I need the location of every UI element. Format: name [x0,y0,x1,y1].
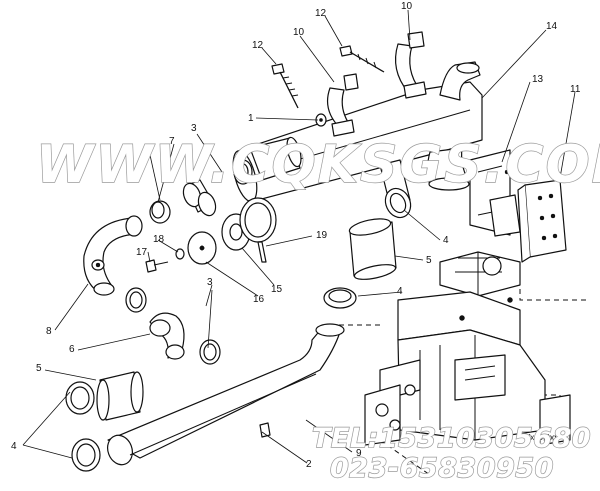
clamp-3-lower-right [199,339,221,365]
engine-block [330,251,588,476]
watermark: WWW.CQKSGS.COM TEL:15310305680 023-65830… [35,134,600,484]
clamp-4-lower-lower [71,438,101,472]
reference-code: fx90gbg [528,433,556,442]
callout-4-right: 4 [443,235,449,246]
callout-9: 9 [356,448,362,459]
clamp-4-lower-upper [65,381,95,415]
callout-19: 19 [316,230,328,241]
stub-pipe [249,136,302,181]
watermark-tel: TEL:15310305680 [312,423,591,454]
clamp-3-upper [233,159,253,185]
callout-3-upper: 3 [191,123,197,134]
callout-8: 8 [46,326,52,337]
callout-10-right: 10 [401,1,413,12]
u-clamp-left [327,73,359,137]
callout-18: 18 [153,234,165,245]
bolt-17 [145,259,169,273]
bolt-12-left [271,63,299,109]
callout-5-left: 5 [36,363,42,374]
callout-labels: 1 2 3 3 4 4 4 5 5 6 7 8 9 10 10 11 12 12… [11,1,581,470]
watermark-phone: 023-65830950 [330,453,554,484]
callout-11: 11 [570,84,581,95]
callout-4-center: 4 [397,286,403,297]
leader-lines [22,9,576,464]
callout-12-right: 12 [315,8,327,19]
callout-12-left: 12 [252,40,264,51]
callout-3-lower: 3 [207,277,213,288]
gasket-16 [187,231,217,265]
nut-1 [315,113,327,127]
mounting-bracket-13 [489,194,521,237]
washer-18 [175,248,185,260]
sleeve-5-right [348,218,397,280]
sleeve-clamp-7 [149,200,171,224]
pipe-sleeve-3 [182,179,217,217]
callout-16: 16 [253,294,265,305]
callout-10-left: 10 [293,27,305,38]
support-plate-11 [517,179,567,263]
callout-14: 14 [546,21,558,32]
callout-15: 15 [271,284,283,295]
exhaust-pipe-9 [107,323,345,466]
clamp-4-center [323,287,357,309]
callout-4-left: 4 [11,441,17,452]
clamp-3-lower-left [125,287,147,313]
callout-6: 6 [69,344,75,355]
u-clamp-right [395,31,427,99]
flange-ring [239,197,277,263]
callout-7: 7 [169,136,175,147]
elbow-pipe-8 [83,215,143,296]
callout-13: 13 [532,74,544,85]
callout-1: 1 [248,113,254,124]
callout-17: 17 [136,247,148,258]
watermark-site: WWW.CQKSGS.COM [36,135,600,195]
elbow-6 [149,312,185,360]
bolt-12-right [339,45,385,73]
sleeve-5-left [96,371,144,421]
callout-2: 2 [306,459,312,470]
callout-5-right: 5 [426,255,432,266]
